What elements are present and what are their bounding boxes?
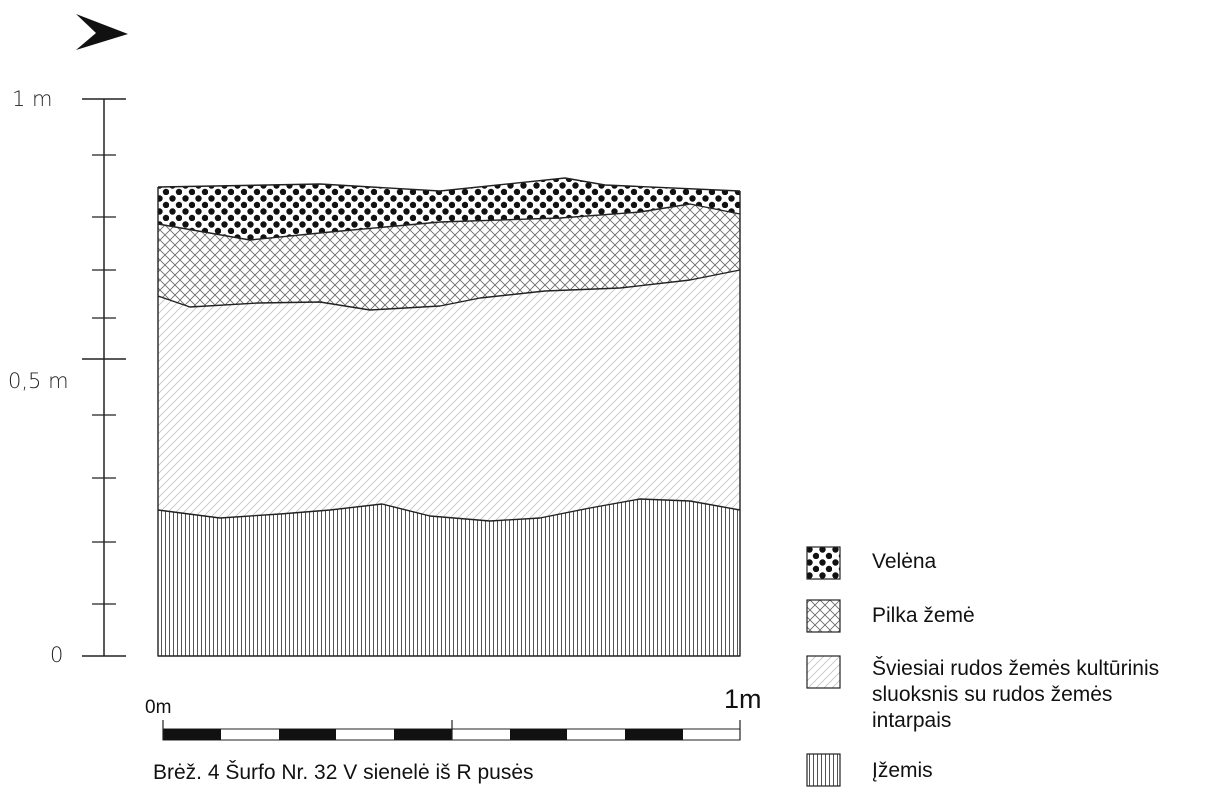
legend-swatch-vertical: [806, 753, 841, 787]
horizontal-scale-end-label: 1m: [724, 684, 762, 714]
layer-izemis: [158, 499, 740, 656]
vertical-scale-top-label: 1 m: [12, 87, 53, 111]
vertical-scale: 1 m 0,5 m 0: [8, 87, 126, 667]
legend-item-izemis: Įžemis: [806, 753, 933, 787]
legend-label-sviesiai-line1: Šviesiai rudos žemės kultūrinis: [872, 657, 1159, 680]
legend-label-sviesiai-line3: intarpais: [872, 709, 951, 732]
layer-pilka-zeme: [158, 204, 740, 310]
figure-caption: Brėž. 4 Šurfo Nr. 32 V sienelė iš R pusė…: [153, 761, 534, 784]
legend-swatch-diagonal: [806, 655, 841, 689]
horizontal-scale-start-label: 0m: [145, 697, 171, 718]
legend-label-velena: Velėna: [872, 550, 937, 573]
legend: Velėna Pilka žemė Šviesiai rudos žemės k…: [806, 546, 1165, 787]
legend-item-pilka-zeme: Pilka žemė: [806, 599, 975, 633]
legend-item-velena: Velėna: [806, 546, 937, 580]
legend-label-izemis: Įžemis: [872, 759, 933, 782]
vertical-scale-bottom-label: 0: [50, 643, 63, 667]
layer-sviesiai-rudos: [158, 270, 740, 521]
vertical-scale-mid-label: 0,5 m: [8, 369, 69, 393]
legend-swatch-dots: [806, 546, 841, 580]
legend-label-sviesiai-line2: sluoksnis su rudos žemės: [872, 683, 1112, 706]
legend-label-pilka-zeme: Pilka žemė: [872, 604, 975, 627]
north-arrow-icon: [76, 14, 128, 50]
legend-swatch-crosshatch: [806, 599, 841, 633]
horizontal-scale: 0m 1m: [145, 684, 762, 741]
soil-profile: [157, 177, 741, 657]
layer-velena: [158, 178, 740, 240]
legend-item-sviesiai-rudos: Šviesiai rudos žemės kultūrinis sluoksni…: [806, 655, 1165, 732]
legend-label-sviesiai-rudos: Šviesiai rudos žemės kultūrinis sluoksni…: [872, 657, 1165, 732]
